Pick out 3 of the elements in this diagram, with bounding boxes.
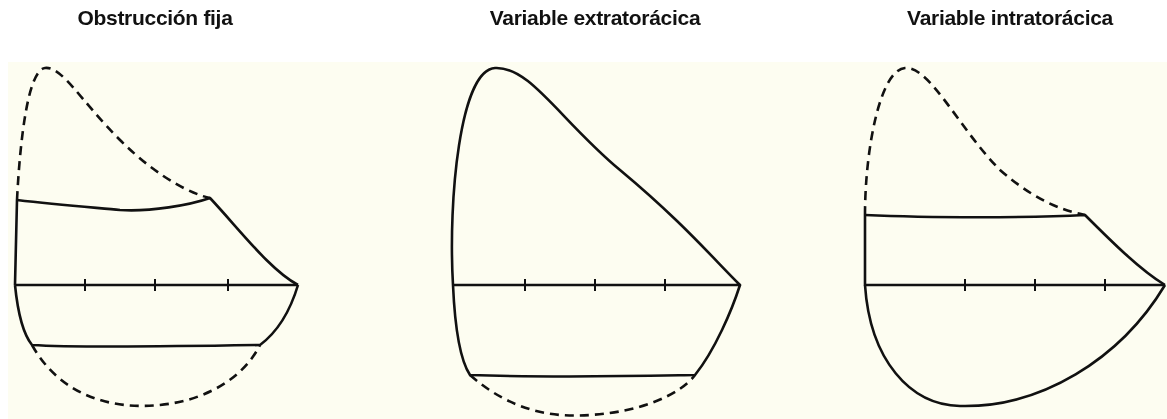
panel-title: Variable intratorácica — [907, 6, 1113, 30]
panel-title: Obstrucción fija — [77, 6, 233, 30]
panel-title: Variable extratorácica — [489, 6, 701, 30]
